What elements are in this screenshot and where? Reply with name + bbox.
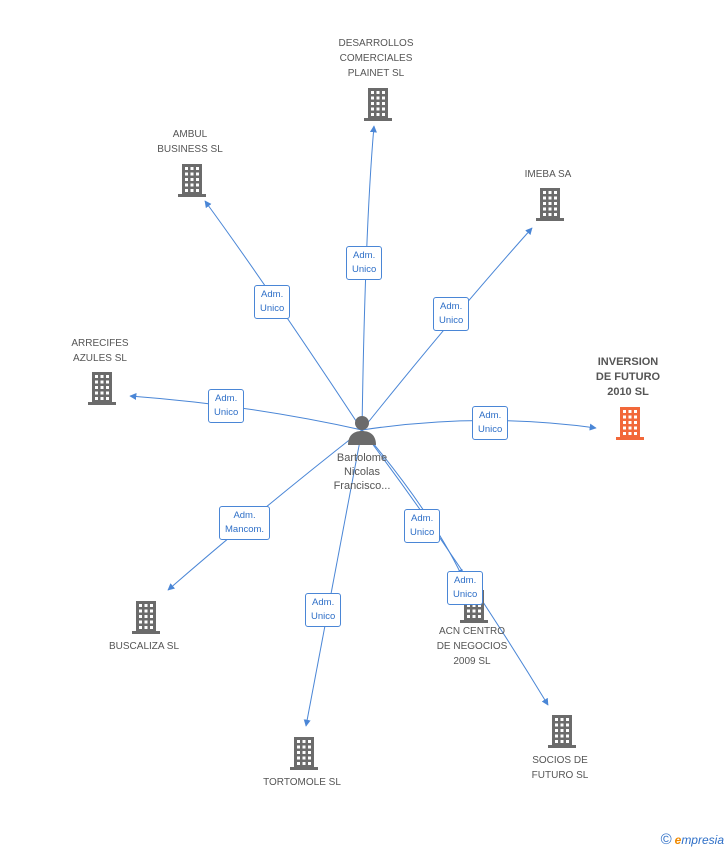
relation-edge-arrecifes [129,392,363,431]
relation-edge-acn [361,429,463,577]
person-name[interactable]: Bartolome Nicolas Francisco... [333,452,391,492]
role-badge-inversion[interactable]: Adm. Unico [472,406,509,440]
company-name-desarrollos[interactable]: DESARROLLOS COMERCIALES PLAINET SL [338,38,414,79]
company-name-buscaliza[interactable]: BUSCALIZA SL [108,641,180,652]
building-icon[interactable] [535,186,565,222]
building-icon[interactable] [131,599,161,635]
role-badge-tortomole[interactable]: Adm. Unico [305,593,342,627]
company-name-inversion[interactable]: INVERSION DE FUTURO 2010 SL [595,356,661,398]
brand-e: e [674,833,682,847]
company-name-imeba[interactable]: IMEBA SA [524,169,572,180]
role-badge-acn[interactable]: Adm. Unico [404,509,441,543]
brand-logo: ©empresia [661,831,724,848]
company-name-arrecifes[interactable]: ARRECIFES AZULES SL [71,338,129,364]
role-badge-ambul[interactable]: Adm. Unico [254,285,291,319]
copyright-icon: © [660,831,672,848]
company-name-tortomole[interactable]: TORTOMOLE SL [263,777,341,788]
role-badge-imeba[interactable]: Adm. Unico [433,297,470,331]
building-icon[interactable] [87,370,117,406]
building-icon[interactable] [363,86,393,122]
brand-name: mpresia [681,833,724,847]
relation-edge-tortomole [303,429,363,727]
role-badge-socios[interactable]: Adm. Unico [447,571,484,605]
role-badge-desarrollos[interactable]: Adm. Unico [346,246,383,280]
company-name-socios[interactable]: SOCIOS DE FUTURO SL [531,755,589,781]
company-name-acn[interactable]: ACN CENTRO DE NEGOCIOS 2009 SL [436,626,508,667]
building-icon[interactable] [289,735,319,771]
building-icon[interactable] [547,713,577,749]
company-name-ambul[interactable]: AMBUL BUSINESS SL [157,129,223,155]
person-icon[interactable] [347,414,377,446]
building-icon[interactable] [177,162,207,198]
relation-edge-socios [361,429,549,706]
building-icon[interactable] [615,405,645,441]
role-badge-arrecifes[interactable]: Adm. Unico [208,389,245,423]
role-badge-buscaliza[interactable]: Adm. Mancom. [219,506,271,540]
